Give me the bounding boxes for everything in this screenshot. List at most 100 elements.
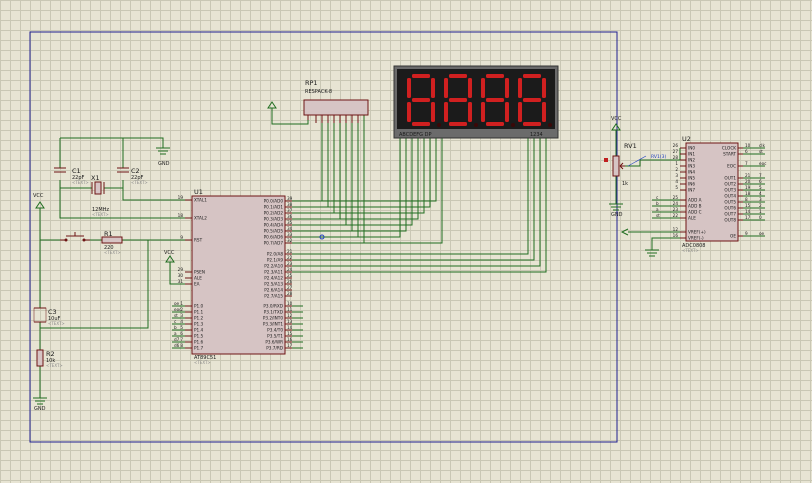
u1-pin-number: 39 <box>287 196 293 201</box>
u1-pin-name: P3.2/INT0 <box>263 316 284 321</box>
u1-pin-name: P0.1/AD1 <box>264 205 284 210</box>
u1-pin-name: EA <box>194 282 200 287</box>
u1-pin-number: 9 <box>180 235 183 240</box>
u1-pin-number: 2 <box>180 307 183 312</box>
u2-pin-name: START <box>723 152 736 157</box>
wires <box>39 108 765 398</box>
u1-pin-number: 23 <box>287 261 293 266</box>
u1-pin-number: 16 <box>287 337 293 342</box>
u2-pin-name: IN3 <box>688 164 695 169</box>
u1-pin-name: PSEN <box>194 270 205 275</box>
svg-text:10uF: 10uF <box>48 316 61 322</box>
display-digit <box>518 74 552 127</box>
u1-pin-number: 28 <box>287 291 293 296</box>
net-label: c <box>174 319 177 324</box>
net-label: b <box>174 325 177 330</box>
u2-pin-name: OUT7 <box>724 212 736 217</box>
net-label: c <box>656 195 659 200</box>
u1-pin-number: 4 <box>180 319 183 324</box>
u1-pin-number: 17 <box>287 343 293 348</box>
svg-text:C2: C2 <box>131 167 140 175</box>
ground-symbol-vref <box>645 249 659 257</box>
u2-pin-number: 14 <box>745 209 751 214</box>
u2-pin-name: OUT1 <box>724 176 736 181</box>
svg-text:<TEXT>: <TEXT> <box>131 180 148 185</box>
net-label: st <box>656 213 660 218</box>
vcc-symbol-rv1: VCC <box>611 116 622 131</box>
rp1-part: RESPACK-8 <box>305 89 332 95</box>
microcontroller-u1[interactable]: XTAL119XTAL218RST9PSEN29ALE30EA31P1.01P1… <box>174 188 293 365</box>
u1-pin-number: 36 <box>287 214 293 219</box>
u2-pin-name: ADD B <box>688 204 702 209</box>
u1-pin-name: P1.0 <box>194 304 204 309</box>
capacitor-c1[interactable]: C1 22pF <TEXT> <box>54 167 89 185</box>
u1-pin-number: 33 <box>287 232 293 237</box>
u1-text: <TEXT> <box>194 360 211 365</box>
svg-text:GND: GND <box>158 161 170 167</box>
svg-text:220: 220 <box>104 245 114 251</box>
svg-text:<TEXT>: <TEXT> <box>92 212 109 217</box>
net-label: 5 <box>759 185 762 190</box>
net-label: 1 <box>759 209 762 214</box>
svg-text:1k: 1k <box>622 181 628 187</box>
ground-symbol-rv1: GND <box>609 203 623 218</box>
seven-segment-display[interactable]: ABCDEFG DP 1234 <box>393 65 559 139</box>
rp1-power-arrow <box>267 101 277 109</box>
u2-pin-name: OUT4 <box>724 194 736 199</box>
u1-pin-name: P2.2/A10 <box>264 264 283 269</box>
resistor-pack-rp1[interactable]: RP1 RESPACK-8 <box>303 79 369 123</box>
reset-button[interactable] <box>60 232 90 242</box>
display-digit <box>407 74 441 127</box>
wire-junction <box>319 234 325 240</box>
u2-pin-name: OUT2 <box>724 182 736 187</box>
u1-pin-name: P3.3/INT1 <box>263 322 284 327</box>
net-label: eoc <box>174 307 182 312</box>
vcc-symbol-ea: VCC <box>164 250 175 263</box>
u1-pin-number: 8 <box>180 343 183 348</box>
u1-pin-name: P1.6 <box>194 340 204 345</box>
u2-part: ADC0808 <box>682 243 706 249</box>
u2-pin-number: 4 <box>675 179 678 184</box>
u1-pin-name: P0.2/AD2 <box>264 211 284 216</box>
potentiometer-rv1[interactable]: RV1 1k RV1(3) <box>604 142 666 187</box>
u1-pin-number: 31 <box>178 279 184 284</box>
u2-pin-number: 26 <box>673 143 679 148</box>
u2-pin-number: 2 <box>675 167 678 172</box>
u2-pin-name: ADD A <box>688 198 702 203</box>
capacitor-c3[interactable]: C3 10uF <TEXT> <box>33 307 65 326</box>
crystal-x1[interactable]: X1 12MHz <TEXT> <box>91 174 109 217</box>
capacitor-c2[interactable]: C2 22pF <TEXT> <box>117 167 148 185</box>
vcc-symbol-left: VCC <box>33 193 45 209</box>
u1-pin-number: 5 <box>180 325 183 330</box>
display-digit <box>444 74 478 127</box>
u1-pin-name: P0.5/AD5 <box>264 229 284 234</box>
u1-pin-name: P1.3 <box>194 322 204 327</box>
u2-pin-number: 24 <box>673 201 679 206</box>
u1-pin-number: 35 <box>287 220 293 225</box>
u2-pin-number: 27 <box>673 149 679 154</box>
u2-pin-number: 16 <box>673 233 679 238</box>
net-label: clk <box>759 143 765 148</box>
u1-pin-number: 14 <box>287 325 293 330</box>
u1-pin-name: P2.7/A15 <box>264 294 283 299</box>
svg-text:<TEXT>: <TEXT> <box>46 363 63 368</box>
u1-pin-name: P2.6/A14 <box>264 288 283 293</box>
svg-text:GND: GND <box>611 212 623 218</box>
u1-pin-name: ALE <box>194 276 202 281</box>
u2-pin-number: 28 <box>673 155 679 160</box>
u2-pin-name: IN0 <box>688 146 695 151</box>
u1-pin-name: P2.4/A12 <box>264 276 283 281</box>
resistor-r1[interactable]: R1 220 <TEXT> <box>101 230 123 255</box>
u2-pin-name: IN2 <box>688 158 695 163</box>
svg-text:22pF: 22pF <box>131 175 144 181</box>
u1-pin-name: P3.0/RXD <box>263 304 283 309</box>
u2-pin-number: 8 <box>745 197 748 202</box>
u1-pin-number: 1 <box>180 301 183 306</box>
resistor-r2[interactable]: R2 10k <TEXT> <box>36 349 63 368</box>
u1-pin-number: 6 <box>180 331 183 336</box>
u2-pin-name: OUT3 <box>724 188 736 193</box>
u2-pin-number: 17 <box>745 215 751 220</box>
u1-pin-number: 10 <box>287 301 293 306</box>
